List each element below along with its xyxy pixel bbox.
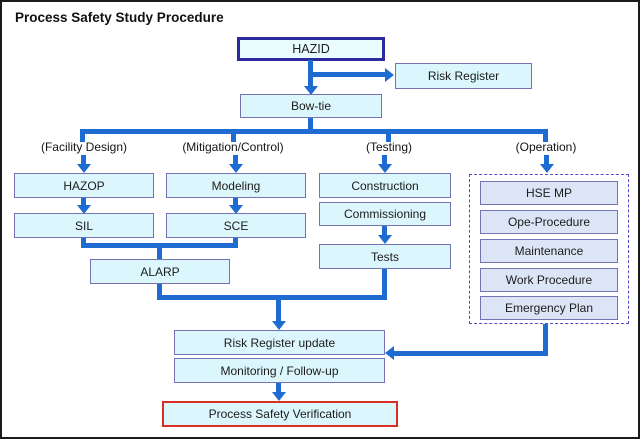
connector-hazop-sil: [81, 198, 86, 206]
stub-mitigation-control: [231, 129, 236, 142]
node-risk-register-update: Risk Register update: [174, 330, 385, 355]
operation-group-frame: [469, 174, 629, 324]
arrowhead-to-verification-icon: [272, 392, 286, 401]
arrowhead-hazop-sil-icon: [77, 205, 91, 214]
node-hse-mp: HSE MP: [480, 181, 618, 205]
connector-to-alarp: [157, 243, 162, 259]
arrowhead-commissioning-tests-icon: [378, 235, 392, 244]
node-construction: Construction: [319, 173, 451, 198]
connector-col2: [233, 155, 238, 164]
node-hazop: HAZOP: [14, 173, 154, 198]
arrowhead-to-rr-update-icon: [272, 321, 286, 330]
node-ope-procedure: Ope-Procedure: [480, 210, 618, 234]
connector-tests-down: [382, 269, 387, 300]
connector-operation-down: [543, 324, 548, 354]
connector-operation-left: [394, 351, 548, 356]
column-label-mitigation-control: (Mitigation/Control): [182, 140, 284, 154]
stub-testing: [386, 129, 391, 142]
arrowhead-to-bowtie-icon: [304, 86, 318, 95]
node-risk-register: Risk Register: [395, 63, 532, 89]
column-label-testing: (Testing): [365, 140, 412, 154]
connector-modeling-sce: [233, 198, 238, 206]
column-label-facility-design: (Facility Design): [40, 140, 127, 154]
node-sce: SCE: [166, 213, 306, 238]
stub-facility-design: [80, 129, 85, 142]
stub-operation: [543, 129, 548, 142]
node-commissioning: Commissioning: [319, 202, 451, 226]
node-sil: SIL: [14, 213, 154, 238]
node-tests: Tests: [319, 244, 451, 269]
arrowhead-modeling-sce-icon: [229, 205, 243, 214]
arrowhead-to-risk-register-icon: [385, 68, 394, 82]
connector-to-rr-update: [276, 295, 281, 322]
connector-commissioning-tests: [382, 226, 387, 236]
node-alarp: ALARP: [90, 259, 230, 284]
arrowhead-col3-icon: [378, 164, 392, 173]
merge-line-alarp-tests: [157, 295, 387, 300]
node-process-safety-verification: Process Safety Verification: [162, 401, 398, 427]
node-hazid: HAZID: [237, 37, 385, 61]
column-label-operation: (Operation): [515, 140, 577, 154]
connector-col4: [544, 155, 549, 164]
connector-alarp-down: [157, 284, 162, 300]
connector-branch-risk-register: [308, 72, 386, 77]
page-title: Process Safety Study Procedure: [15, 10, 224, 25]
distribution-line: [80, 129, 548, 134]
connector-col1: [81, 155, 86, 164]
node-modeling: Modeling: [166, 173, 306, 198]
node-monitoring-follow-up: Monitoring / Follow-up: [174, 358, 385, 383]
connector-bowtie-down: [308, 118, 313, 130]
connector-col3: [382, 155, 387, 164]
node-emergency-plan: Emergency Plan: [480, 296, 618, 320]
node-work-procedure: Work Procedure: [480, 268, 618, 292]
node-bow-tie: Bow-tie: [240, 94, 382, 118]
node-maintenance: Maintenance: [480, 239, 618, 263]
arrowhead-col1-icon: [77, 164, 91, 173]
arrowhead-col4-icon: [540, 164, 554, 173]
arrowhead-col2-icon: [229, 164, 243, 173]
arrowhead-operation-left-icon: [385, 346, 394, 360]
connector-monitoring-down: [276, 383, 281, 393]
